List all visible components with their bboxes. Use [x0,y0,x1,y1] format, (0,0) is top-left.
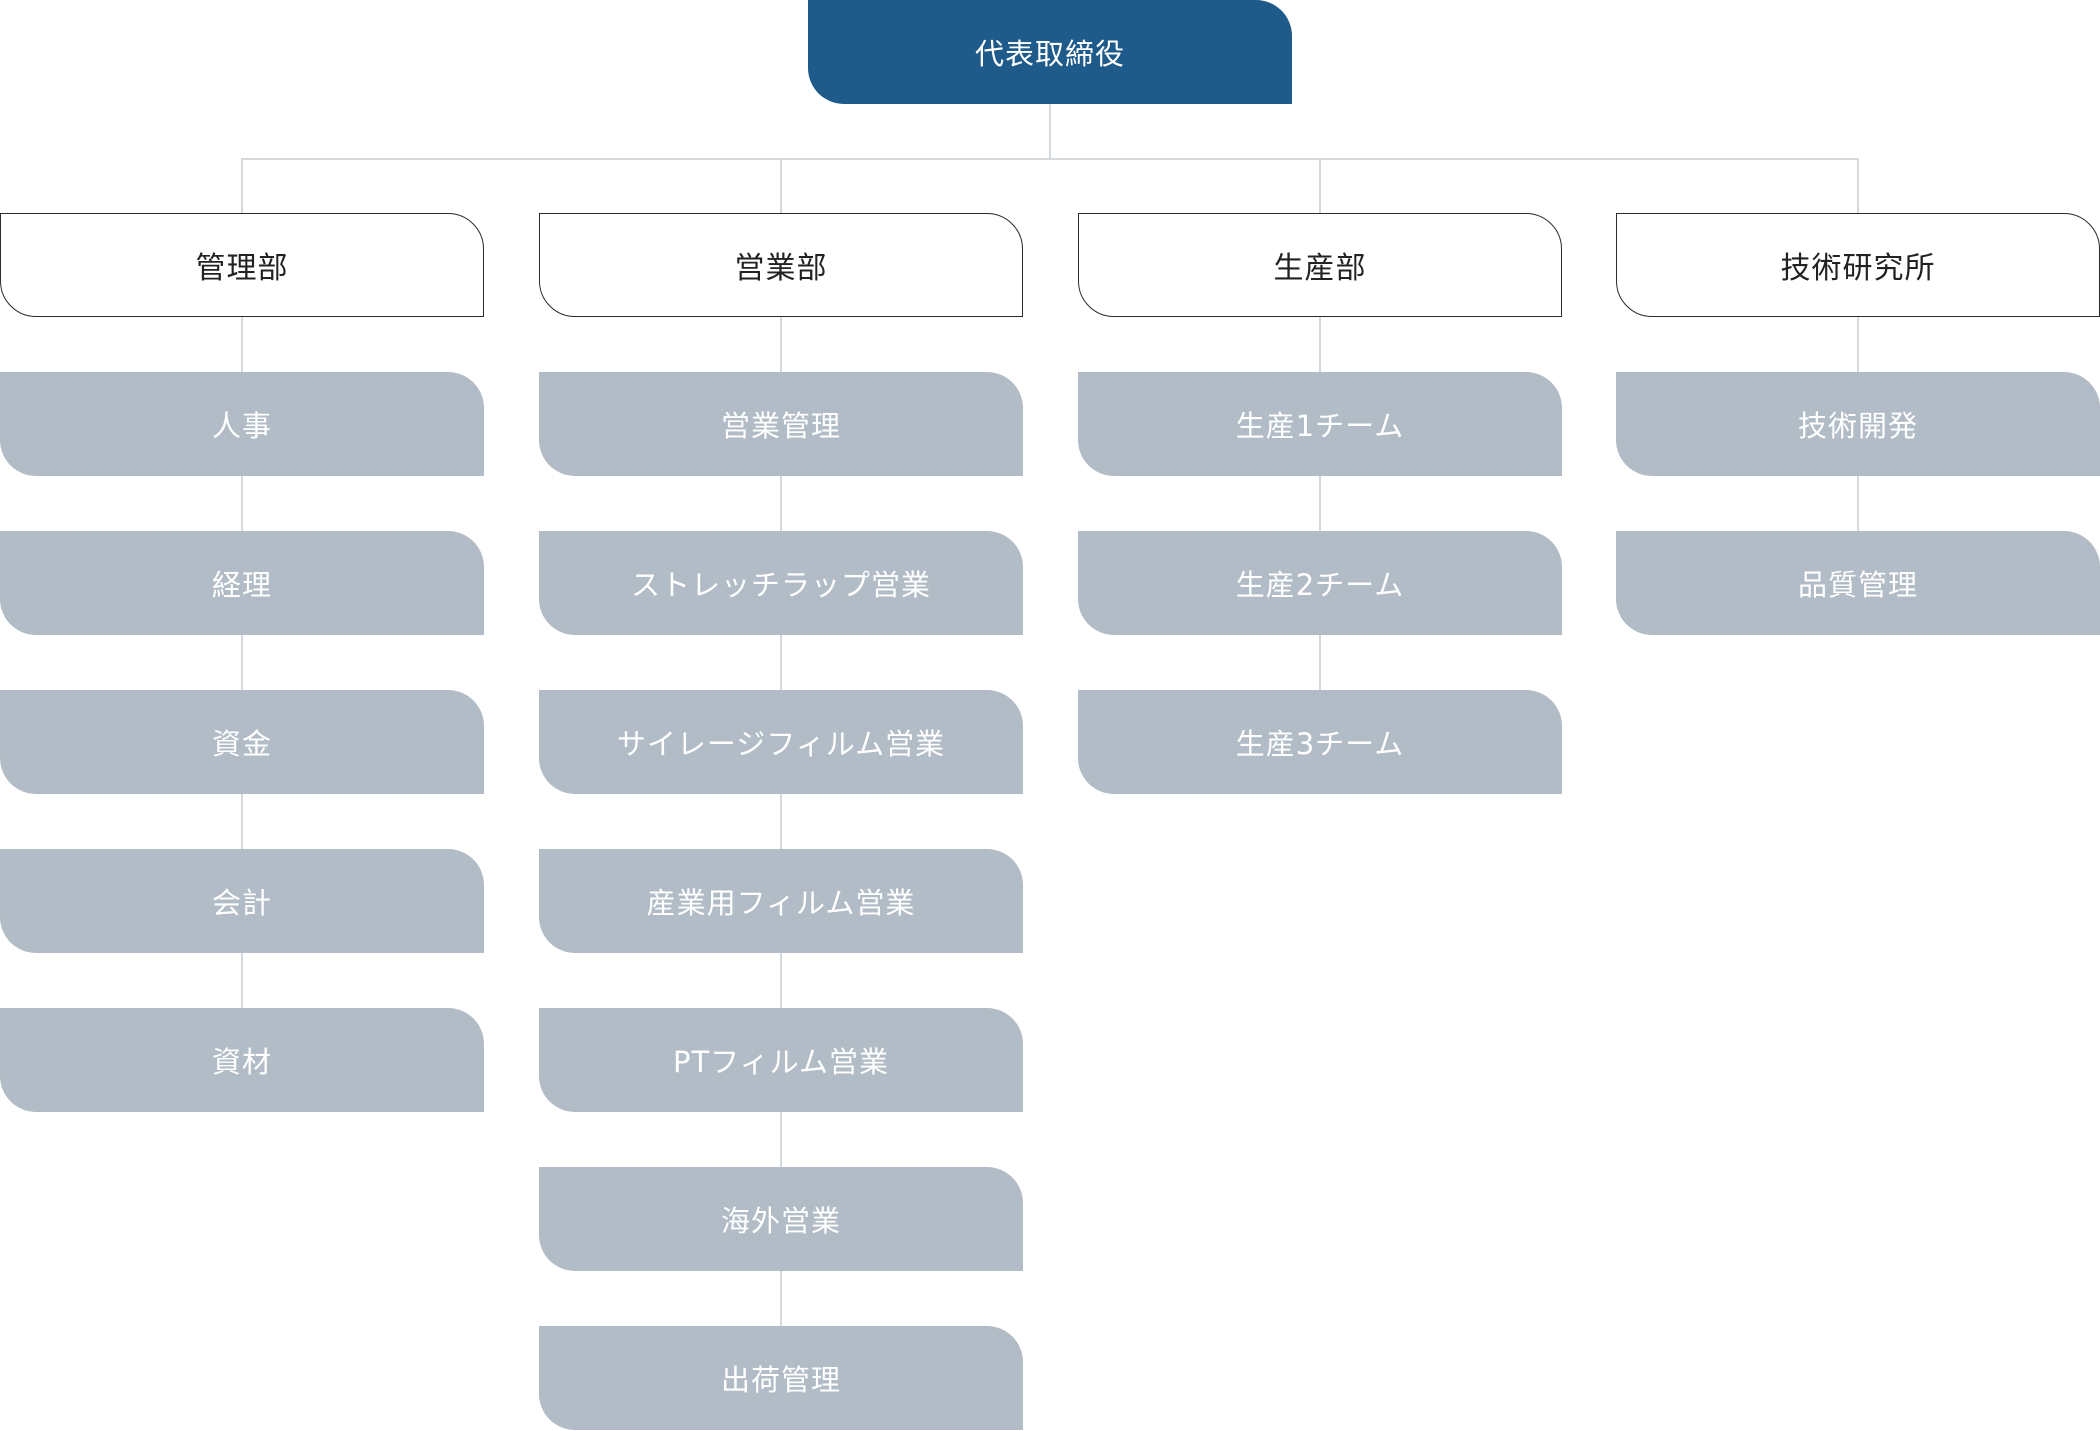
unit-box: 品質管理 [1616,531,2100,635]
connector-dept-drop [1319,158,1321,213]
connector-unit-spine [1319,317,1321,690]
unit-box: ストレッチラップ営業 [539,531,1023,635]
dept-box-sales: 営業部 [539,213,1023,317]
unit-box: 経理 [0,531,484,635]
unit-box: 生産3チーム [1078,690,1562,794]
dept-box-rnd: 技術研究所 [1616,213,2100,317]
unit-box: 資材 [0,1008,484,1112]
unit-box: サイレージフィルム営業 [539,690,1023,794]
connector-unit-spine [241,317,243,1008]
connector-root-stem [1049,104,1051,159]
unit-box: 会計 [0,849,484,953]
unit-box: 出荷管理 [539,1326,1023,1430]
unit-box: 営業管理 [539,372,1023,476]
connector-unit-spine [780,317,782,1326]
connector-dept-drop [780,158,782,213]
dept-box-admin: 管理部 [0,213,484,317]
ceo-box: 代表取締役 [808,0,1292,104]
unit-box: 海外営業 [539,1167,1023,1271]
unit-box: 人事 [0,372,484,476]
dept-box-production: 生産部 [1078,213,1562,317]
unit-box: 生産1チーム [1078,372,1562,476]
unit-box: 生産2チーム [1078,531,1562,635]
unit-box: PTフィルム営業 [539,1008,1023,1112]
unit-box: 資金 [0,690,484,794]
unit-box: 産業用フィルム営業 [539,849,1023,953]
connector-dept-drop [241,158,243,213]
connector-dept-drop [1857,158,1859,213]
connector-bus [241,158,1859,160]
unit-box: 技術開発 [1616,372,2100,476]
